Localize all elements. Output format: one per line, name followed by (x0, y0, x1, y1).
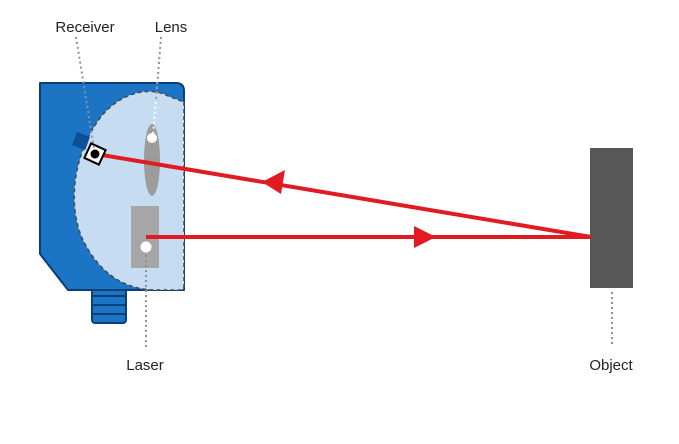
receiver-label: Receiver (55, 19, 114, 36)
target-object (590, 148, 633, 288)
emitted-beam-arrow (414, 226, 436, 248)
lens-label: Lens (155, 19, 188, 36)
receiver-dot (90, 149, 100, 159)
receiver-mount (72, 132, 90, 150)
receiver-leader (75, 36, 95, 149)
lens-marker (147, 133, 157, 143)
lens (144, 124, 160, 196)
object-label: Object (589, 357, 633, 374)
laser-marker (140, 241, 152, 253)
laser-label: Laser (126, 357, 164, 374)
lens-leader-top (155, 36, 162, 101)
sensor-connector (91, 286, 127, 324)
reflected-beam (95, 152, 592, 239)
reflected-beam-arrow (262, 170, 285, 194)
